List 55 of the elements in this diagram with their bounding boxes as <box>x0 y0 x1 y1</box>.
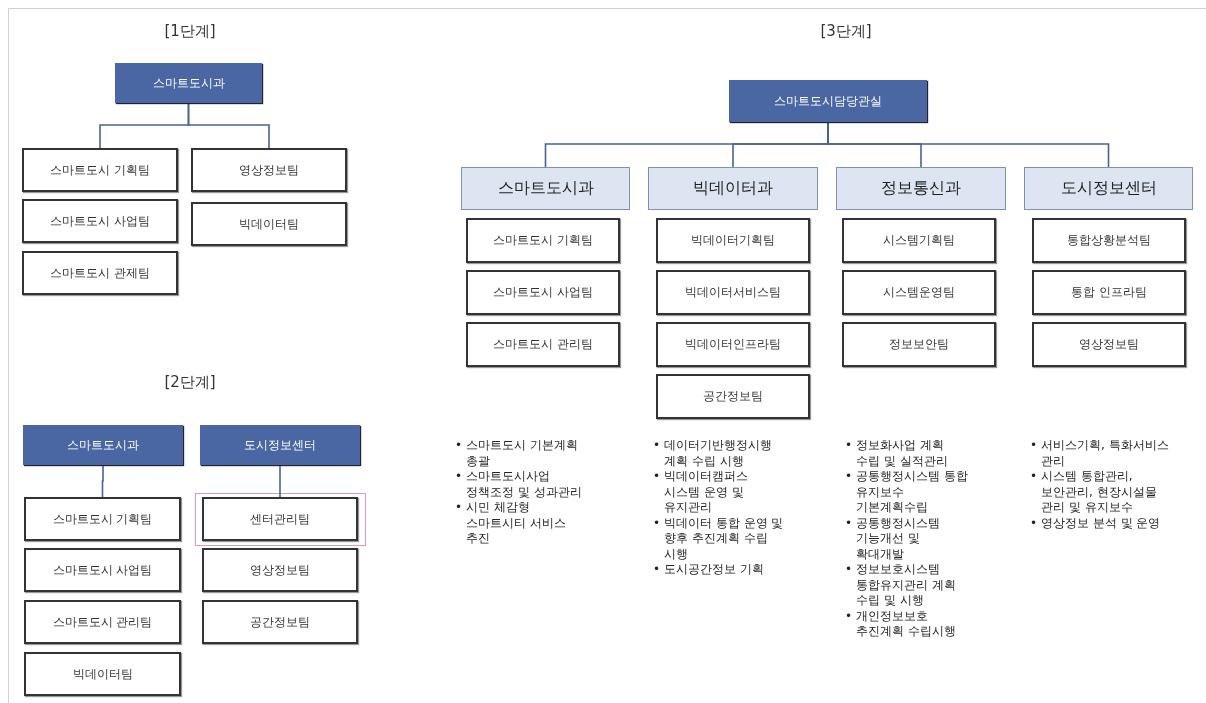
team-box: 빅데이터팀 <box>191 202 347 246</box>
bullet-item: • 데이터기반행정시행 계획 수립 시행 <box>653 438 773 469</box>
team-box: 빅데이터기획팀 <box>656 218 810 263</box>
connector-line <box>187 102 270 149</box>
bullet-item: • 빅데이터 통합 운영 및 향후 추진계획 수립 시행 <box>653 515 785 562</box>
team-box: 시스템운영팀 <box>842 270 996 315</box>
bullet-item: • 정보화사업 계획 수립 및 실적관리 <box>845 438 949 469</box>
bullet-item: • 시민 체감형 스마트시티 서비스 추진 <box>455 500 567 547</box>
department-box: 정보통신과 <box>836 167 1006 210</box>
bullet-item: • 스마트도시사업 정책조정 및 성과관리 <box>455 469 583 500</box>
bullet-item: • 공통행정시스템 기능개선 및 확대개발 <box>845 515 941 562</box>
bullet-item: • 공통행정시스템 통합 유지보수 기본계획수립 <box>845 469 969 516</box>
team-box: 스마트도시 사업팀 <box>466 270 620 315</box>
team-box: 영상정보팀 <box>191 148 347 192</box>
connector-line <box>279 464 281 498</box>
bullet-item: • 시스템 통합관리, 보안관리, 현장시설물 관리 및 유지보수 <box>1030 469 1158 516</box>
bullet-item: • 스마트도시 기본계획 총괄 <box>455 438 579 469</box>
bullet-item: • 정보보호시스템 통합유지관리 계획 수립 및 시행 <box>845 562 957 609</box>
team-box: 시스템기획팀 <box>842 218 996 263</box>
team-box: 빅데이터인프라팀 <box>656 322 810 367</box>
team-box: 스마트도시 사업팀 <box>24 548 181 592</box>
division-box: 스마트도시담당관실 <box>729 80 927 122</box>
team-box: 스마트도시 기획팀 <box>24 497 181 541</box>
team-box: 스마트도시 기획팀 <box>466 218 620 263</box>
team-box: 센터관리팀 <box>202 497 358 541</box>
stage-title: [2단계] <box>164 373 216 392</box>
bullet-item: • 영상정보 분석 및 운영 <box>1030 515 1162 531</box>
division-box: 스마트도시과 <box>115 63 262 103</box>
team-box: 스마트도시 관리팀 <box>466 322 620 367</box>
team-box: 영상정보팀 <box>202 548 358 592</box>
stage-title: [3단계] <box>820 22 872 41</box>
division-box: 도시정보센터 <box>200 425 360 465</box>
team-box: 빅데이터팀 <box>24 652 181 696</box>
team-box: 영상정보팀 <box>1032 322 1186 367</box>
team-box: 통합 인프라팀 <box>1032 270 1186 315</box>
team-box: 통합상황분석팀 <box>1032 218 1186 263</box>
bullet-item: • 서비스기획, 특화서비스 관리 <box>1030 438 1170 469</box>
bullet-item: • 도시공간정보 기획 <box>653 562 765 578</box>
team-box: 공간정보팀 <box>656 374 810 419</box>
department-box: 빅데이터과 <box>648 167 818 210</box>
bullet-item: • 개인정보보호 추진계획 수립시행 <box>845 608 957 640</box>
team-box: 스마트도시 기획팀 <box>22 148 178 192</box>
team-box: 스마트도시 관리팀 <box>24 600 181 644</box>
connector-line <box>827 121 1110 168</box>
department-box: 도시정보센터 <box>1024 167 1193 210</box>
bullet-item: • 빅데이터캠퍼스 시스템 운영 및 유지관리 <box>653 469 749 516</box>
department-box: 스마트도시과 <box>461 167 630 210</box>
team-box: 정보보안팀 <box>842 322 996 367</box>
team-box: 공간정보팀 <box>202 600 358 644</box>
connector-line <box>101 464 104 498</box>
stage-title: [1단계] <box>164 22 216 41</box>
team-box: 빅데이터서비스팀 <box>656 270 810 315</box>
team-box: 스마트도시 관제팀 <box>22 251 178 295</box>
division-box: 스마트도시과 <box>23 425 183 465</box>
team-box: 스마트도시 사업팀 <box>22 199 178 243</box>
